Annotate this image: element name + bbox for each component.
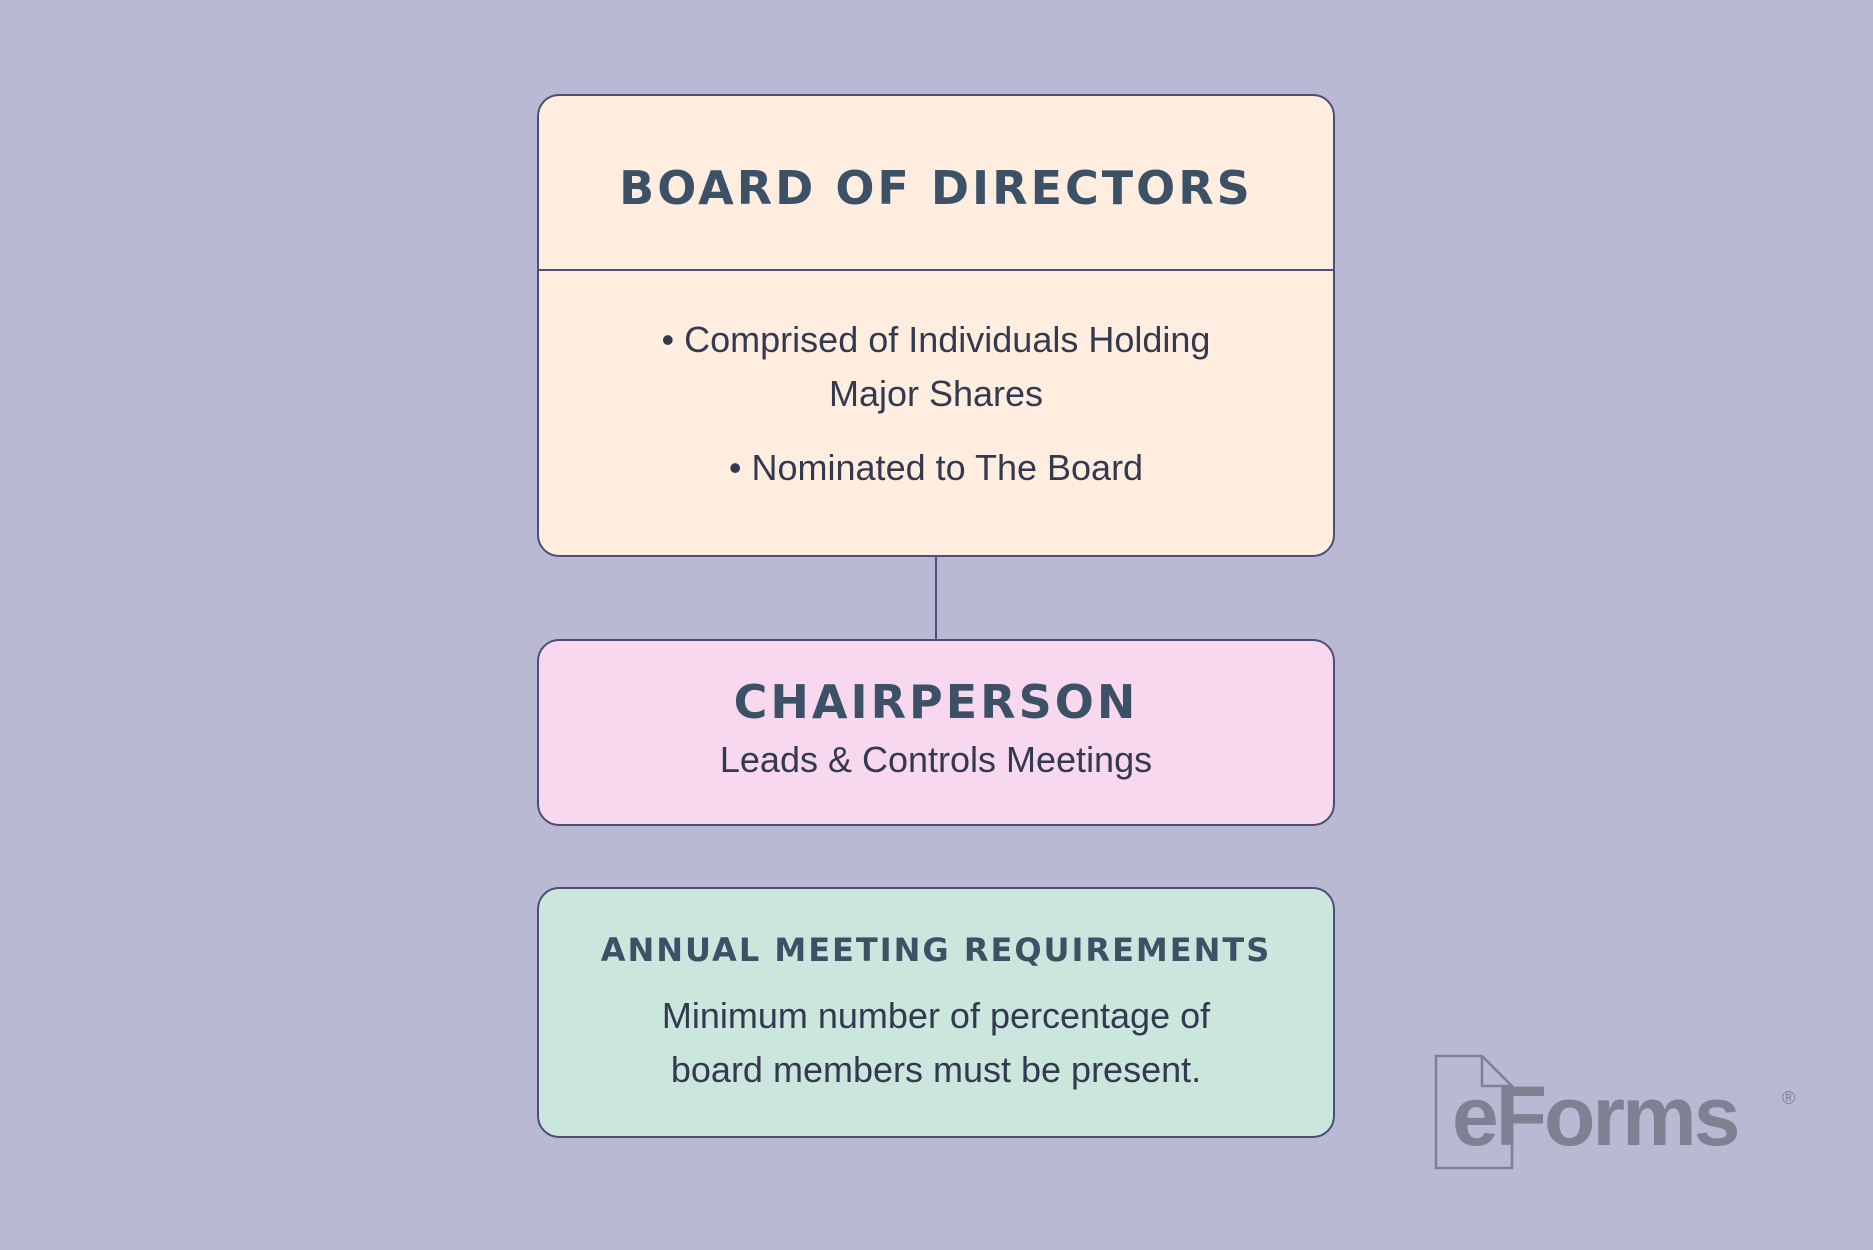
chairperson-box: CHAIRPERSON Leads & Controls Meetings <box>537 639 1335 826</box>
eforms-logo: eForms ® <box>1434 1054 1804 1170</box>
document-icon <box>1434 1054 1514 1170</box>
board-title: BOARD OF DIRECTORS <box>619 160 1253 215</box>
logo-wordmark: eForms <box>1452 1069 1740 1163</box>
board-item-nominated: • Nominated to The Board <box>728 447 1144 488</box>
board-of-directors-box: BOARD OF DIRECTORS • Comprised of Indivi… <box>537 94 1335 557</box>
registered-mark: ® <box>1782 1088 1796 1108</box>
chairperson-subtitle: Leads & Controls Meetings <box>719 739 1153 780</box>
connector-line <box>935 557 937 639</box>
chairperson-title: CHAIRPERSON <box>733 675 1139 729</box>
annual-meeting-text: Minimum number of percentage of board me… <box>661 995 1211 1090</box>
board-header: BOARD OF DIRECTORS <box>539 96 1333 271</box>
board-body: • Comprised of Individuals Holding Major… <box>539 271 1333 495</box>
board-item-shares: • Comprised of Individuals Holding Major… <box>661 319 1211 414</box>
annual-meeting-title: ANNUAL MEETING REQUIREMENTS <box>600 931 1272 969</box>
annual-meeting-box: ANNUAL MEETING REQUIREMENTS Minimum numb… <box>537 887 1335 1138</box>
